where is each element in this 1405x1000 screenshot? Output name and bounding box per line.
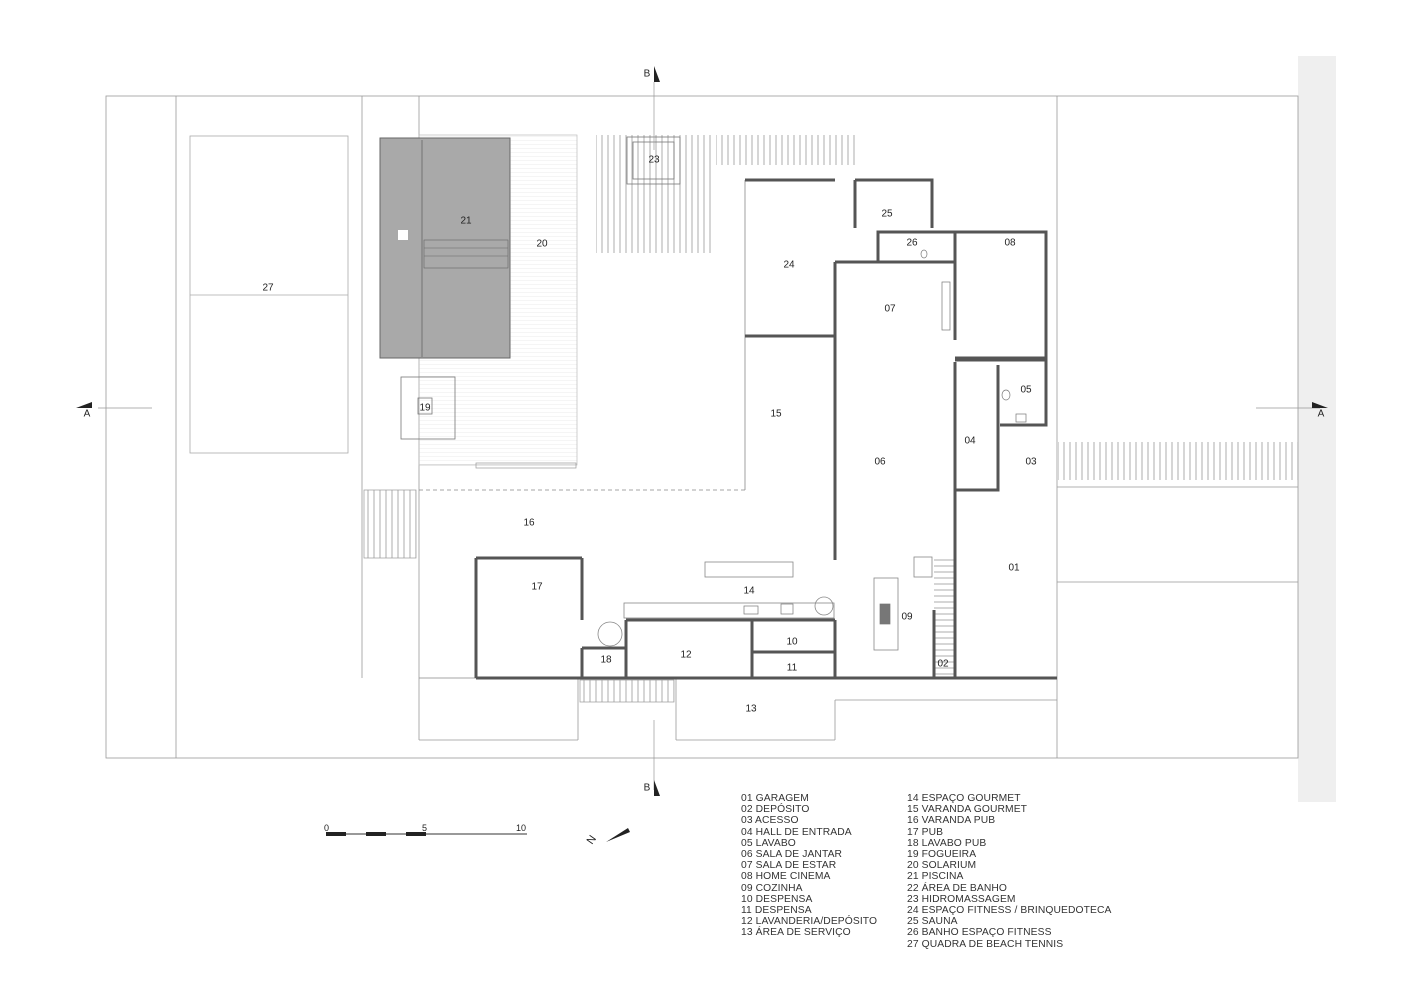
room-label-14: 14 — [743, 586, 755, 597]
room-label-18: 18 — [600, 655, 612, 666]
street-strip — [1298, 56, 1336, 802]
section-b-top-label: B — [644, 69, 651, 80]
room-label-16: 16 — [523, 518, 535, 529]
legend-item: 09 COZINHA — [741, 882, 803, 894]
room-label-06: 06 — [874, 457, 886, 468]
section-cut-b: B B — [644, 66, 660, 796]
pool — [379, 137, 511, 359]
section-b-bottom-label: B — [644, 783, 651, 794]
legend-item: 10 DESPENSA — [741, 893, 813, 905]
building-walls — [474, 178, 1057, 680]
entry-slats — [1058, 442, 1298, 480]
room-label-21: 21 — [460, 216, 472, 227]
legend-item: 21 PISCINA — [907, 871, 964, 883]
room-label-25: 25 — [881, 209, 893, 220]
fire-pit — [400, 376, 456, 440]
room-label-01: 01 — [1008, 563, 1020, 574]
legend-item: 05 LAVABO — [741, 837, 796, 849]
legend-item: 24 ESPAÇO FITNESS / BRINQUEDOTECA — [907, 905, 1112, 917]
legend-item: 22 ÁREA DE BANHO — [907, 882, 1008, 894]
legend-item: 27 QUADRA DE BEACH TENNIS — [907, 938, 1064, 950]
fixtures — [743, 249, 1027, 625]
room-label-11: 11 — [787, 663, 798, 674]
room-label-23: 23 — [648, 155, 660, 166]
bench — [475, 462, 577, 469]
legend-item: 26 BANHO ESPAÇO FITNESS — [907, 927, 1052, 939]
north-label: N — [585, 833, 599, 846]
room-labels: 01 02 03 04 05 06 07 08 09 10 11 12 13 1… — [262, 155, 1037, 715]
stairs-bottom — [579, 679, 675, 703]
room-label-17: 17 — [531, 582, 543, 593]
legend-item: 02 DEPÓSITO — [741, 804, 810, 816]
room-label-02: 02 — [937, 659, 949, 670]
room-label-08: 08 — [1004, 238, 1016, 249]
room-label-19: 19 — [419, 403, 431, 414]
legend-item: 14 ESPAÇO GOURMET — [907, 793, 1021, 804]
deck-slats-top2 — [716, 135, 856, 165]
legend-item: 15 VARANDA GOURMET — [907, 804, 1028, 816]
legend-item: 12 LAVANDERIA/DEPÓSITO — [741, 916, 878, 928]
room-label-12: 12 — [680, 650, 692, 661]
legend-item: 25 SAUNA — [907, 916, 958, 928]
room-label-13: 13 — [745, 704, 757, 715]
deck-slats-top — [596, 135, 711, 253]
legend-item: 19 FOGUEIRA — [907, 849, 977, 861]
stairs-left — [363, 489, 417, 559]
legend-item: 11 DESPENSA — [741, 905, 812, 917]
section-a-left-label: A — [84, 409, 91, 420]
room-label-15: 15 — [770, 409, 782, 420]
room-label-09: 09 — [901, 612, 913, 623]
legend-item: 06 SALA DE JANTAR — [741, 849, 843, 861]
room-label-20: 20 — [536, 239, 548, 250]
room-label-04: 04 — [964, 436, 976, 447]
legend-item: 04 HALL DE ENTRADA — [741, 826, 852, 838]
legend-item: 01 GARAGEM — [741, 793, 809, 804]
room-label-05: 05 — [1020, 385, 1032, 396]
scale-bar: 0 5 10 — [324, 823, 527, 836]
kitchen-stairs — [934, 555, 954, 675]
room-label-24: 24 — [783, 260, 795, 271]
room-label-27: 27 — [262, 283, 274, 294]
north-arrow: N — [585, 828, 630, 847]
legend-item: 20 SOLARIUM — [907, 860, 977, 872]
legend-item: 03 ACESSO — [741, 815, 799, 827]
section-cut-a: A A — [76, 402, 1328, 420]
legend-item: 07 SALA DE ESTAR — [741, 860, 837, 872]
legend-item: 16 VARANDA PUB — [907, 815, 996, 827]
legend-item: 18 LAVABO PUB — [907, 837, 987, 849]
scale-label-10: 10 — [516, 823, 526, 833]
room-label-03: 03 — [1025, 457, 1037, 468]
room-label-07: 07 — [884, 304, 896, 315]
scale-label-5: 5 — [422, 823, 427, 833]
scale-label-0: 0 — [324, 823, 329, 833]
beach-tennis-court — [189, 135, 349, 454]
section-a-right-label: A — [1318, 409, 1325, 420]
room-label-10: 10 — [786, 637, 798, 648]
room-label-26: 26 — [906, 238, 918, 249]
legend-item: 13 ÁREA DE SERVIÇO — [741, 927, 851, 939]
legend-item: 23 HIDROMASSAGEM — [907, 893, 1016, 905]
legend-item: 08 HOME CINEMA — [741, 871, 831, 883]
hot-tub — [626, 136, 681, 185]
legend-item: 17 PUB — [907, 826, 944, 838]
lot-outline — [105, 95, 1299, 759]
